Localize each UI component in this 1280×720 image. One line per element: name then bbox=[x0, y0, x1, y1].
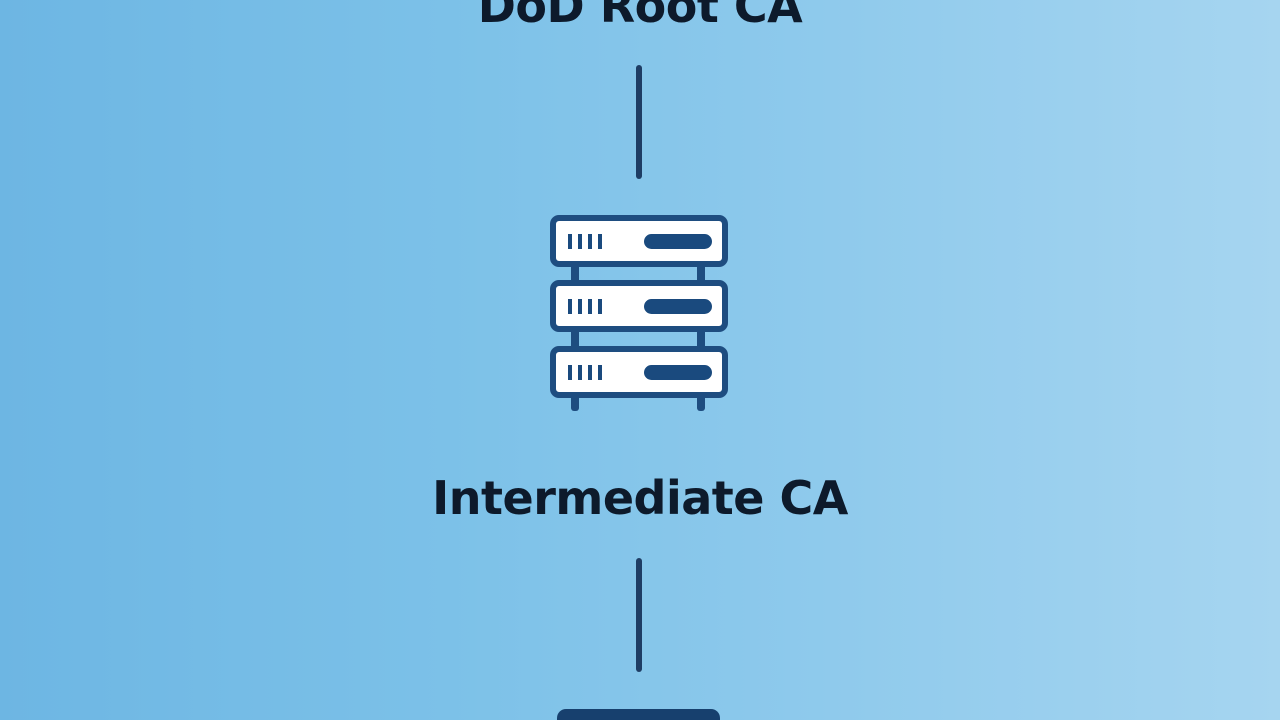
server-unit-2 bbox=[550, 280, 728, 332]
intermediate-to-next-connector bbox=[636, 558, 642, 672]
server-rails bbox=[571, 263, 705, 411]
next-node-icon-top bbox=[557, 709, 720, 720]
intermediate-ca-label: Intermediate CA bbox=[432, 471, 848, 525]
server-unit-3 bbox=[550, 346, 728, 398]
root-ca-label: DoD Root CA bbox=[477, 0, 803, 33]
server-unit-1 bbox=[550, 215, 728, 267]
server-rack-icon bbox=[550, 215, 728, 411]
root-to-intermediate-connector bbox=[636, 65, 642, 179]
